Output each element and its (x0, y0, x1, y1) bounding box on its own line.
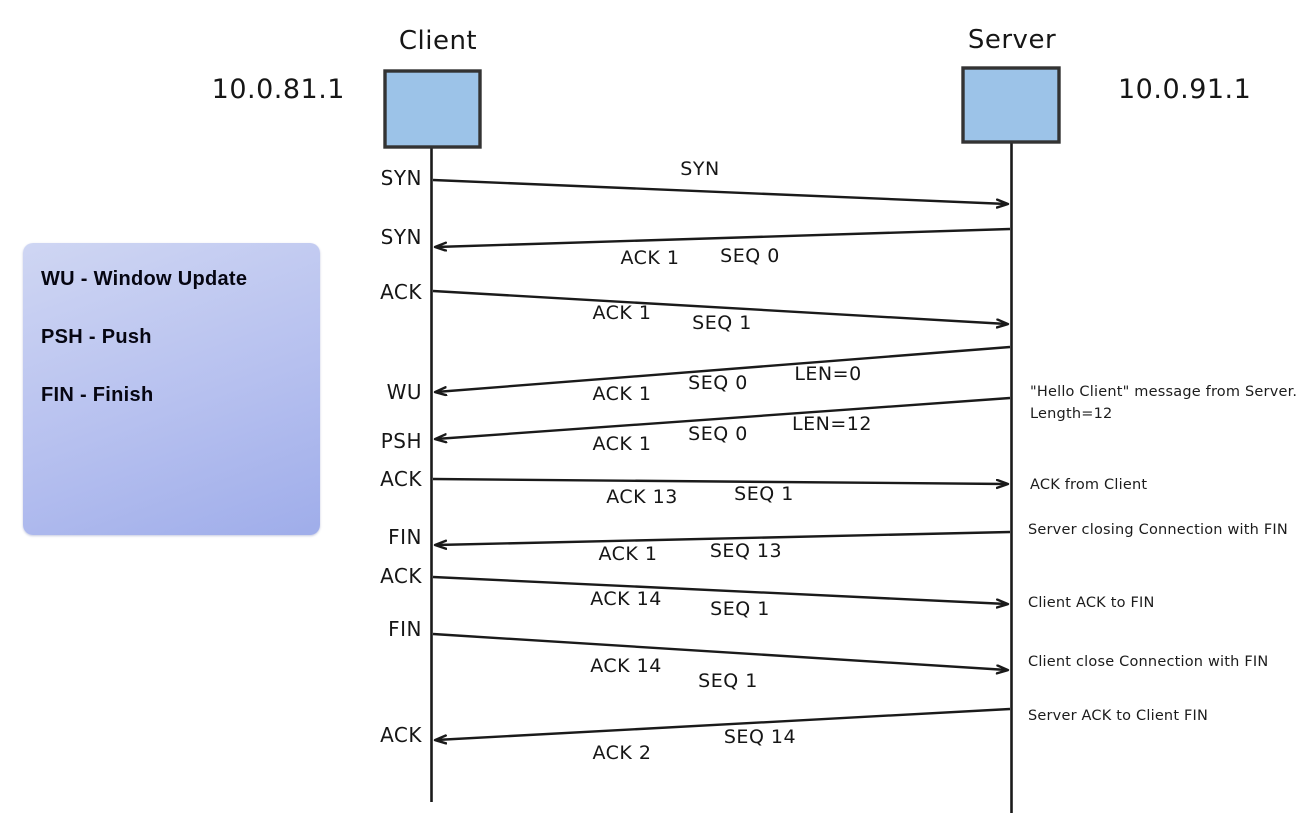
legend-item-wu: WU - Window Update (41, 268, 248, 290)
server-node-box (961, 66, 1061, 144)
flag-label-syn-1: SYN (380, 166, 422, 190)
msg-arrow-ack-8 (432, 575, 1007, 604)
legend-item-psh: PSH - Push (41, 326, 152, 348)
msg-arrow-fin-7 (436, 530, 1011, 545)
msg-label: LEN=0 (794, 363, 862, 385)
annotation-ack-from-client: ACK from Client (1030, 477, 1148, 493)
msg-arrow-syn-2 (436, 227, 1011, 247)
client-ip-label: 10.0.81.1 (211, 74, 345, 105)
msg-label: SEQ 1 (710, 598, 770, 620)
msg-label: ACK 1 (592, 302, 652, 324)
flag-label-syn-2: SYN (380, 225, 422, 249)
msg-arrow-ack-3 (432, 289, 1007, 324)
msg-label: SEQ 0 (688, 423, 748, 445)
msg-label: ACK 14 (590, 588, 662, 610)
flag-label-fin-7: FIN (388, 525, 422, 549)
msg-label: ACK 14 (590, 655, 662, 677)
flag-label-fin-9: FIN (388, 617, 422, 641)
msg-label: SEQ 0 (720, 245, 780, 267)
msg-label: ACK 1 (598, 543, 658, 565)
msg-label: ACK 1 (592, 433, 652, 455)
msg-label: SEQ 0 (688, 372, 748, 394)
legend-panel: WU - Window Update PSH - Push FIN - Fini… (23, 243, 320, 535)
annotation-line: Length=12 (1030, 406, 1113, 422)
legend-item-fin: FIN - Finish (41, 384, 154, 406)
annotation-server-closing-fin: Server closing Connection with FIN (1028, 522, 1288, 538)
msg-label: SEQ 1 (692, 312, 752, 334)
server-ip-label: 10.0.91.1 (1118, 74, 1252, 105)
flag-label-psh-5: PSH (380, 429, 422, 453)
annotation-hello-client: "Hello Client" message from Server. Leng… (1030, 381, 1297, 425)
msg-label: LEN=12 (792, 413, 872, 435)
msg-label: ACK 13 (606, 486, 678, 508)
client-node-box (383, 69, 482, 149)
msg-label: SEQ 13 (709, 540, 783, 562)
msg-label: SEQ 14 (723, 726, 797, 748)
annotation-line: "Hello Client" message from Server. (1030, 384, 1298, 400)
msg-label: ACK 1 (592, 383, 652, 405)
flag-label-ack-10: ACK (380, 723, 422, 747)
flag-label-ack-3: ACK (380, 280, 422, 304)
annotation-client-ack-to-fin: Client ACK to FIN (1028, 595, 1155, 611)
msg-arrow-ack-6 (432, 477, 1007, 484)
msg-arrow-syn-1 (432, 178, 1007, 204)
annotation-server-ack-client-fin: Server ACK to Client FIN (1028, 708, 1209, 724)
msg-arrow-wu-4 (436, 345, 1011, 392)
msg-arrow-psh-5 (436, 396, 1011, 439)
msg-arrow-fin-9 (432, 632, 1007, 670)
flag-label-ack-8: ACK (380, 564, 422, 588)
server-node-title: Server (967, 25, 1057, 55)
msg-label: ACK 1 (620, 247, 680, 269)
msg-label: ACK 2 (592, 742, 652, 764)
msg-label: SYN (680, 158, 720, 180)
msg-arrow-ack-10 (436, 707, 1011, 740)
flag-label-wu-4: WU (386, 380, 422, 404)
msg-label: SEQ 1 (698, 670, 758, 692)
annotation-client-close-fin: Client close Connection with FIN (1028, 654, 1269, 670)
flag-label-ack-6: ACK (380, 467, 422, 491)
msg-label: SEQ 1 (734, 483, 794, 505)
client-node-title: Client (398, 26, 478, 56)
